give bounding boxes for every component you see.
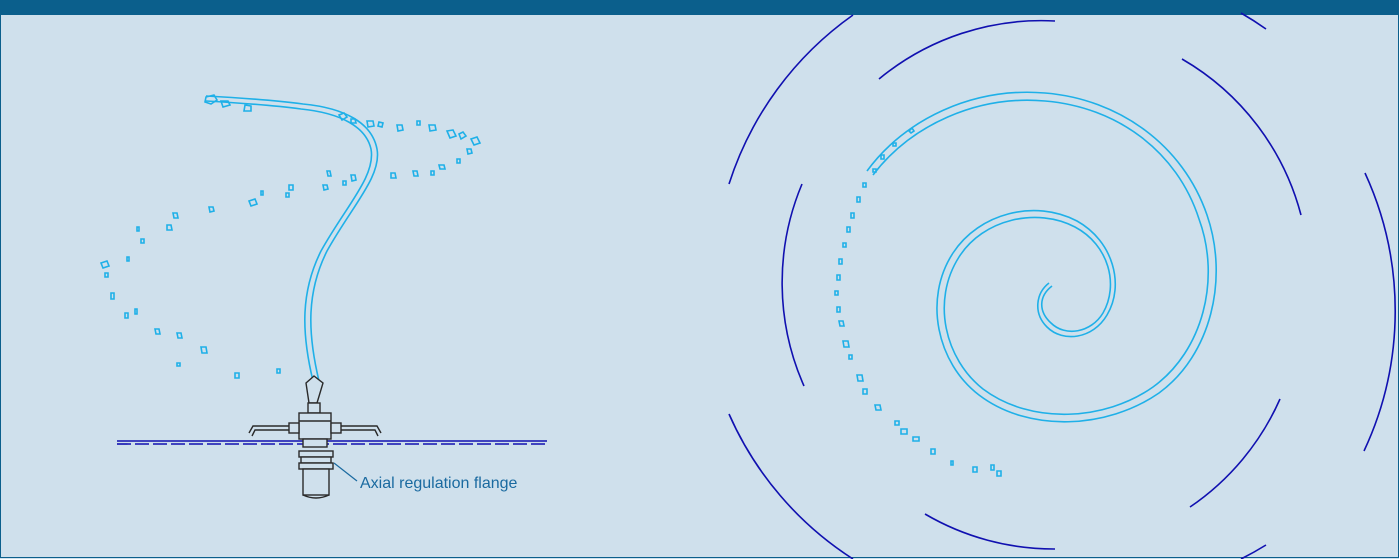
header-bar	[1, 1, 1398, 15]
side-view: Axial regulation flange	[99, 94, 547, 499]
spiral-jet-stream	[866, 91, 1217, 423]
water-surface-line	[117, 440, 547, 445]
nozzle-assembly	[248, 375, 382, 499]
spray-radius-rings	[728, 12, 1396, 559]
spiral-water-droplets	[834, 126, 1002, 477]
water-droplets	[99, 94, 482, 379]
axial-regulation-flange-label: Axial regulation flange	[360, 475, 518, 492]
top-view	[728, 12, 1396, 559]
water-jet-stream	[205, 95, 379, 382]
annotation-axial-regulation-flange: Axial regulation flange	[333, 462, 518, 492]
leader-line	[333, 462, 358, 482]
